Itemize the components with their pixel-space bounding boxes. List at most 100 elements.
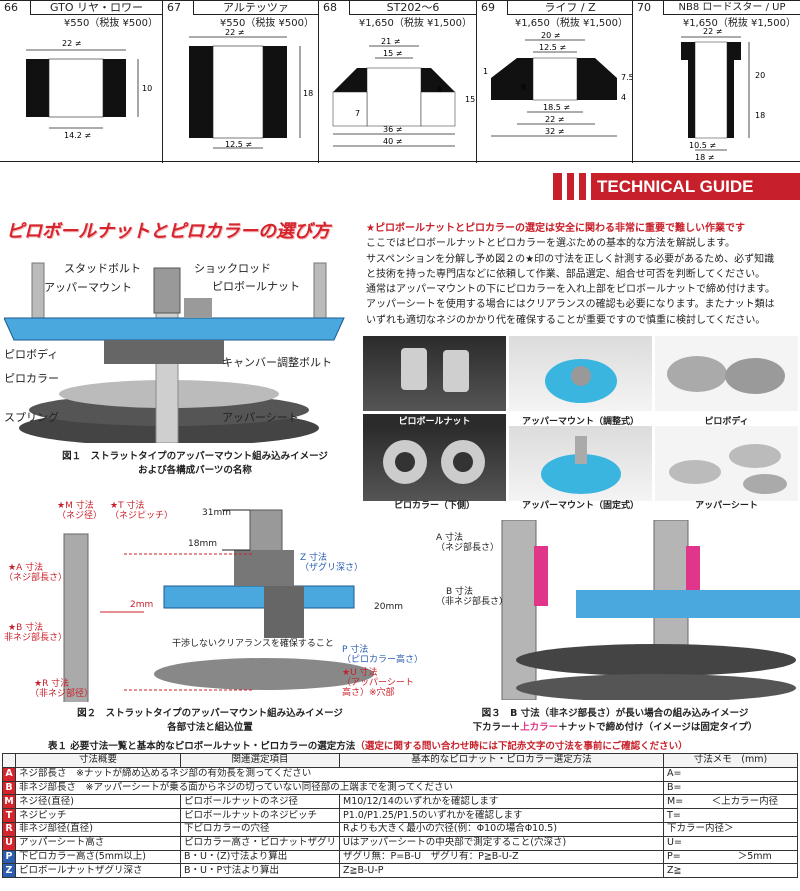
long-b-illustration	[501, 520, 800, 700]
table-cell: 下ピロカラーの穴径	[179, 821, 341, 837]
label-20mm: 20mm	[374, 602, 403, 612]
table-header: 寸法概要	[15, 753, 181, 768]
table-cell: U=	[663, 835, 798, 851]
table-cell: 下カラー内径＞	[663, 821, 798, 837]
table-cell: T=	[663, 808, 798, 823]
intro-line: 通常はアッパーマウントの下にピロカラーを入れ上部をピロボールナットで締め付けます…	[366, 284, 775, 296]
table-cell: Z≧B-U-P	[339, 863, 665, 879]
label-b-sub: （非ネジ部長さ）	[436, 597, 509, 607]
table-header: 寸法メモ (mm)	[663, 753, 798, 768]
table-row-letter: Z	[2, 863, 16, 879]
label-u: ★U 寸法	[342, 668, 378, 678]
table-cell: ネジ部長さ ※ナットが締め込めるネジ部の有効長を測ってください	[14, 766, 665, 782]
figure-2: ★M 寸法 （ネジ径） ★T 寸法 （ネジピッチ） 31mm 18mm Z 寸法…	[4, 490, 423, 702]
dim-label: 21 ≠	[381, 37, 400, 46]
label-upper-seat: アッパーシート	[222, 411, 299, 424]
label-t-sub: （ネジピッチ）	[110, 511, 174, 521]
dim-label: 15 ≠	[383, 49, 402, 58]
dim-label: 20 ≠	[541, 31, 560, 40]
collar-drawing-66: 22 ≠ 10 14.2 ≠	[26, 39, 152, 140]
label-clearance: 干渉しないクリアランスを確保すること	[172, 639, 334, 649]
dim-label: 10.5 ≠	[689, 141, 716, 150]
label-pillow-collar: ピロカラー	[4, 372, 59, 385]
label-b-sub: 非ネジ部長さ）	[4, 633, 68, 643]
photo-label: アッパーマウント（固定式）	[521, 501, 639, 511]
figure-2-caption: 図２ ストラットタイプのアッパーマウント組み込みイメージ 各部寸法と組込位置	[40, 705, 380, 733]
dim-label: 22 ≠	[225, 28, 244, 37]
caption-line: および各構成パーツの名称	[138, 465, 252, 476]
collar-drawing-68: 21 ≠ 15 ≠ 8 15 7 36 ≠ 40 ≠	[332, 37, 475, 147]
intro-lead: ★ピロボールナットとピロカラーの選定は安全に関わる非常に重要で難しい作業です	[366, 223, 745, 234]
label-r-sub: （非ネジ部径）	[30, 689, 94, 699]
intro-line: アッパーシートを使用する場合にはクリアランスの確認も必要になります。またナット類…	[366, 299, 775, 311]
label-upper-mount: アッパーマウント	[44, 281, 132, 294]
intro-line: と技術を持った専門店などに依頼して作業、部品選定、組合せ可否を判断してください。	[366, 268, 766, 280]
table-cell: ピロボールナットのネジピッチ	[179, 808, 341, 823]
label-camber-bolt: キャンバー調整ボルト	[222, 356, 332, 369]
photo-label: アッパーシート	[695, 501, 758, 511]
product-cell-67: 67 アルテッツァ ¥550（税抜 ¥500） 22 ≠ 18 12.5 ≠	[163, 1, 319, 163]
product-name: ST202～6	[349, 1, 476, 15]
dim-label: 22 ≠	[62, 39, 81, 48]
intro-line: ここではピロボールナットとピロカラーを選ぶための基本的な方法を解説します。	[366, 238, 735, 250]
dim-label: 18.5 ≠	[543, 103, 570, 112]
product-number: 69	[481, 1, 495, 14]
label-p-sub: （ピロカラー高さ）	[342, 655, 424, 665]
caption-line: 図３ B 寸法（非ネジ部長さ）が長い場合の組み込みイメージ	[481, 708, 749, 719]
dim-label: 22 ≠	[703, 28, 722, 36]
caption-line: 図１ ストラットタイプのアッパーマウント組み込みイメージ	[62, 451, 328, 462]
label-b-dim: B 寸法	[446, 587, 474, 597]
caption-part: 下カラー＋	[472, 722, 521, 733]
label-u-note: 高さ）※穴部	[342, 688, 395, 698]
label-r: ★R 寸法	[34, 679, 70, 689]
dim-label: 20	[755, 71, 765, 80]
table-cell: B・U・(Z)寸法より算出	[179, 849, 341, 865]
caption-part-highlight: 上カラー	[520, 722, 559, 733]
dim-label: 12.5 ≠	[225, 140, 252, 149]
collar-drawing-67: 22 ≠ 18 12.5 ≠	[189, 28, 313, 149]
table-title: 表１ 必要寸法一覧と基本的なピロボールナット・ピロカラーの選定方法（選定に関する…	[48, 738, 688, 752]
product-name: GTO リヤ・ロワー	[30, 1, 162, 15]
label-z: Z 寸法	[300, 553, 328, 563]
caption-line: 図２ ストラットタイプのアッパーマウント組み込みイメージ	[77, 708, 343, 719]
product-cell-68: 68 ST202～6 ¥1,650（税抜 ¥1,500） 21 ≠ 15 ≠ 8…	[319, 1, 477, 163]
figure-1: スタッドボルト ショックロッド アッパーマウント ピロボールナット ピロボディ …	[4, 258, 354, 443]
banner-stripe	[586, 173, 591, 200]
strut-assembly-illustration	[4, 258, 354, 443]
label-u-sub: （アッパーシート	[342, 678, 414, 688]
product-price: ¥550（税抜 ¥500）	[63, 18, 158, 29]
table-cell: ザグリ無：P=B-U ザグリ有：P≧B-U-Z	[339, 849, 665, 865]
photo-upper-mount-adjustable	[509, 336, 652, 411]
photo-label: アッパーマウント（調整式）	[521, 417, 639, 427]
label-stud-bolt: スタッドボルト	[64, 262, 141, 275]
table-header-letter	[2, 753, 16, 768]
dim-label: 10	[142, 84, 152, 93]
product-name: アルテッツァ	[193, 1, 318, 15]
product-number: 67	[167, 1, 181, 14]
technical-guide-banner: TECHNICAL GUIDE	[553, 173, 800, 200]
table-cell: B=	[663, 780, 798, 796]
table-header: 関連選定項目	[179, 753, 341, 768]
label-m: ★M 寸法	[57, 501, 94, 511]
dim-label: 18	[755, 111, 765, 120]
photo-label: ピロボディ	[704, 417, 749, 427]
photo-label: ピロボールナット	[363, 414, 506, 427]
label-18mm: 18mm	[188, 539, 217, 549]
product-price: ¥1,650（税抜 ¥1,500）	[358, 18, 472, 29]
product-number: 66	[4, 1, 18, 14]
product-number: 70	[637, 1, 651, 14]
table-row-letter: A	[2, 766, 16, 782]
dim-label: 12.5 ≠	[539, 43, 566, 52]
label-pillow-body: ピロボディ	[4, 348, 59, 361]
table-cell: ネジ径(直径)	[15, 794, 181, 810]
label-a-sub: （ネジ部長さ）	[436, 543, 500, 553]
dim-label: 7	[355, 109, 360, 118]
table-cell: Rよりも大きく最小の穴径(例：Φ10の場合Φ10.5)	[339, 821, 665, 837]
dim-label: 8	[437, 85, 442, 94]
table-cell: ピロボールナットのネジ径	[179, 794, 341, 810]
